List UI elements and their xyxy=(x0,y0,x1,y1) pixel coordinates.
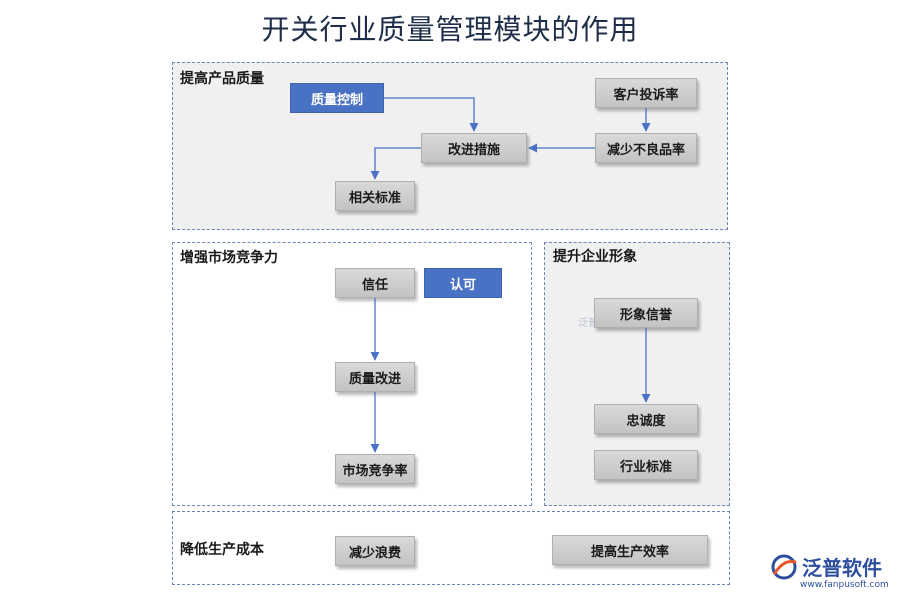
panel-label-market-competitiveness: 增强市场竞争力 xyxy=(180,250,278,266)
panel-label-improve-quality: 提高产品质量 xyxy=(180,71,264,87)
panel-label-enterprise-image: 提升企业形象 xyxy=(553,249,637,265)
logo-url: www.fanpusoft.com xyxy=(800,580,889,590)
node-customer-complaint: 客户投诉率 xyxy=(595,78,697,108)
fanpu-logo-icon xyxy=(771,554,797,579)
node-loyalty: 忠诚度 xyxy=(594,404,698,434)
node-related-standards: 相关标准 xyxy=(335,181,415,211)
node-quality-improvement: 质量改进 xyxy=(335,362,415,392)
node-recognition: 认可 xyxy=(424,268,502,298)
node-reduce-waste: 减少浪费 xyxy=(335,536,415,566)
panel-label-reduce-cost: 降低生产成本 xyxy=(180,542,264,558)
panel-enterprise-image xyxy=(544,242,730,506)
node-improve-measures: 改进措施 xyxy=(421,133,527,163)
node-improve-efficiency: 提高生产效率 xyxy=(552,535,708,565)
page-title: 开关行业质量管理模块的作用 xyxy=(261,13,639,46)
node-reduce-defects: 减少不良品率 xyxy=(595,133,697,163)
node-industry-standard: 行业标准 xyxy=(594,450,698,480)
brand-logo: 泛普软件 xyxy=(770,552,882,581)
node-trust: 信任 xyxy=(335,268,415,298)
logo-text: 泛普软件 xyxy=(802,556,882,580)
node-market-competition: 市场竞争率 xyxy=(335,454,415,484)
node-quality-control: 质量控制 xyxy=(290,83,384,113)
node-image-reputation: 形象信誉 xyxy=(594,298,698,328)
